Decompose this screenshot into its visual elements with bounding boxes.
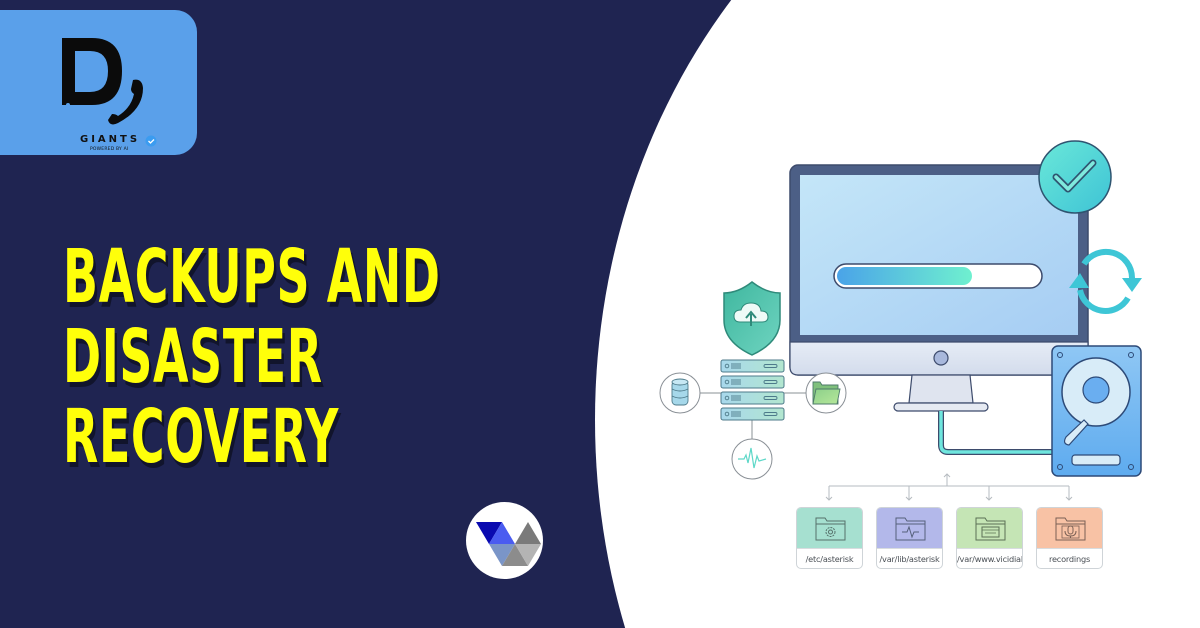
brand-badge xyxy=(466,502,543,579)
v-hexagon-logo-icon xyxy=(476,522,541,566)
cloud-upload-shield-icon xyxy=(723,281,781,356)
logo-tagline: POWERED BY AI xyxy=(90,147,129,152)
folder-card-var-lib-asterisk: /var/lib/asterisk xyxy=(876,507,943,569)
folder-label: /var/www.vicidial xyxy=(957,548,1022,568)
folder-card-etc-asterisk: /etc/asterisk xyxy=(796,507,863,569)
folder-label: /var/lib/asterisk xyxy=(877,548,942,568)
logo-name: GIANTS xyxy=(80,134,141,145)
d-phone-logo-icon xyxy=(62,38,157,147)
folder-tree-connector xyxy=(825,473,1073,501)
microphone-folder-icon xyxy=(1055,517,1086,541)
pulse-folder-icon xyxy=(895,517,926,541)
folder-card-recordings: recordings xyxy=(1036,507,1103,569)
checkmark-icon xyxy=(1038,140,1112,214)
folder-label: recordings xyxy=(1037,548,1102,568)
brand-logo-card: GIANTS POWERED BY AI xyxy=(0,10,197,155)
hard-drive-icon xyxy=(1051,345,1142,477)
folder-label: /etc/asterisk xyxy=(797,548,862,568)
database-icon xyxy=(659,372,701,414)
sync-arrows-icon xyxy=(1069,248,1142,314)
heartbeat-icon xyxy=(731,438,773,480)
folder-card-var-www-vicidial: /var/www.vicidial xyxy=(956,507,1023,569)
title-line-3: RECOVERY xyxy=(63,394,339,480)
gear-folder-icon xyxy=(815,517,846,541)
title-line-1: BACKUPS AND xyxy=(63,234,441,320)
folder-icon xyxy=(805,372,847,414)
monitor-icon xyxy=(789,164,1089,412)
server-rack-icon xyxy=(720,359,785,421)
page-title: BACKUPS AND DISASTER RECOVERY xyxy=(63,237,441,477)
browser-folder-icon xyxy=(975,517,1006,541)
title-line-2: DISASTER xyxy=(63,314,323,400)
